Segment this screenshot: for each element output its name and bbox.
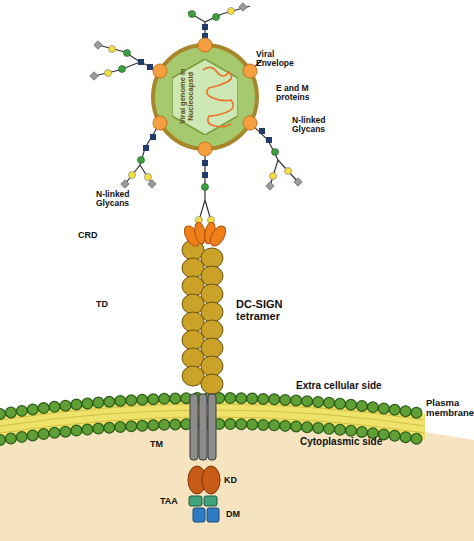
part-label: N-linked Glycans xyxy=(292,116,334,135)
node-text: Viral genome in Nucleocapsid xyxy=(179,62,196,130)
nucleocapsid-hexagon: Viral genome in Nucleocapsid xyxy=(172,59,238,135)
part-label: TD xyxy=(96,300,116,310)
part-label: Viral Envelope xyxy=(256,50,300,69)
glycan-diamonds xyxy=(90,3,302,190)
part-label: TAA xyxy=(160,497,186,507)
cytoplasm xyxy=(0,416,474,541)
part-label: DC-SIGN tetramer xyxy=(236,298,296,322)
part-label: Plasma membrane xyxy=(426,398,474,419)
envelope-proteins xyxy=(153,38,257,156)
glycan-green xyxy=(119,11,279,191)
part-label: KD xyxy=(224,476,244,486)
neck-repeats xyxy=(182,240,223,394)
crd-domain xyxy=(181,221,228,248)
part-label: Cytoplasmic side xyxy=(300,436,410,447)
part-label: TM xyxy=(150,440,170,450)
viral-envelope xyxy=(153,45,257,149)
cytoplasmic-domains xyxy=(188,466,220,522)
part-label: E and M proteins xyxy=(276,84,318,103)
part-label: Extra cellular side xyxy=(296,380,406,391)
transmembrane-domain xyxy=(190,394,216,460)
glycan-yellow xyxy=(105,8,292,224)
glycan-lines xyxy=(94,6,298,224)
hexagon-shape xyxy=(172,59,238,135)
part-label: CRD xyxy=(78,231,108,241)
part-label: DM xyxy=(226,510,246,520)
part-label: N-linked Glycans xyxy=(96,190,138,209)
glycan-squares xyxy=(138,24,272,178)
